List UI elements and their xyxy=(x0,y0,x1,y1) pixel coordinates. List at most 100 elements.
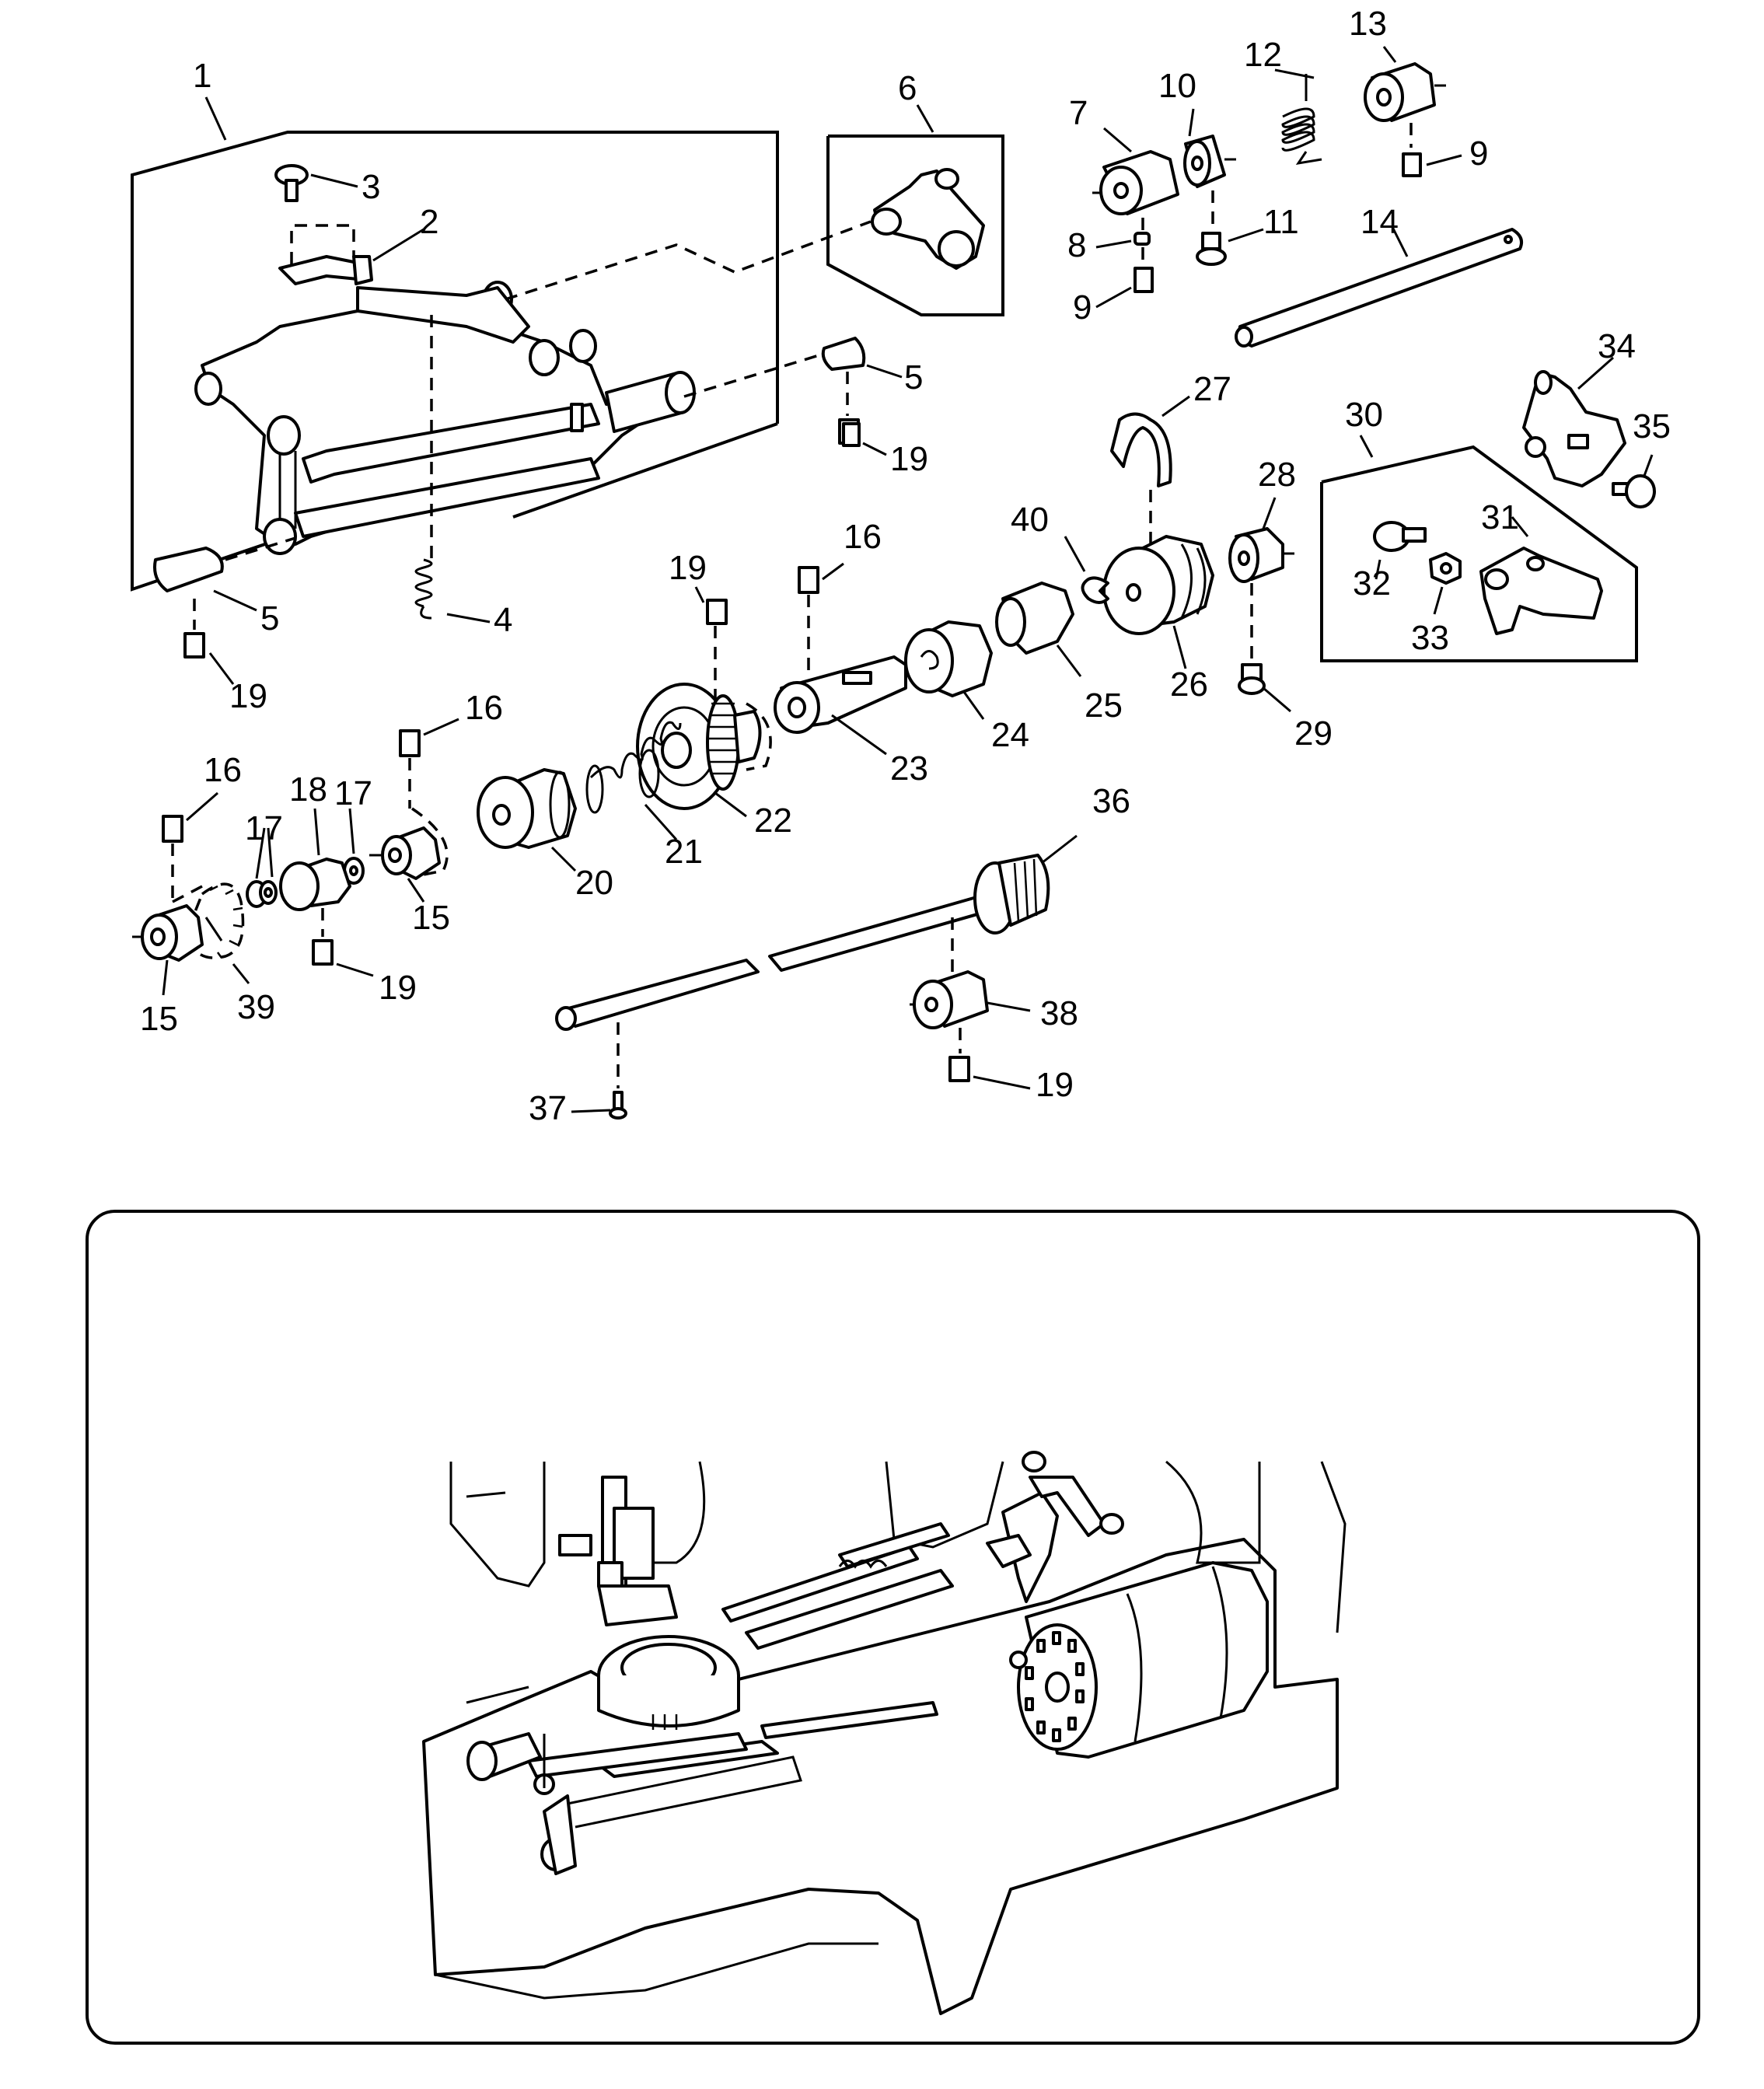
label-part-19-d: 19 xyxy=(379,969,417,1007)
label-part-19-e: 19 xyxy=(1036,1066,1074,1104)
screw-part-16-left xyxy=(162,791,218,903)
spring-part-12 xyxy=(1274,68,1322,166)
label-part-16-left: 16 xyxy=(204,751,242,789)
bushing-part-20 xyxy=(477,768,577,872)
label-part-19-a: 19 xyxy=(229,677,267,715)
clip-part-2 xyxy=(278,224,424,285)
label-part-16-mid: 16 xyxy=(465,689,503,727)
label-part-1: 1 xyxy=(193,57,211,95)
collar-part-15-mid xyxy=(369,826,441,903)
bracket-part-34 xyxy=(1522,356,1626,487)
shaft-part-23 xyxy=(774,562,907,756)
label-part-21: 21 xyxy=(665,833,703,871)
label-part-17-left: 17 xyxy=(245,809,283,847)
label-part-22: 22 xyxy=(754,802,792,840)
label-part-19-c: 19 xyxy=(669,549,707,587)
label-part-9-a: 9 xyxy=(1073,288,1092,327)
label-part-25: 25 xyxy=(1085,686,1123,725)
label-part-24: 24 xyxy=(991,716,1029,754)
gear-part-22 xyxy=(636,586,772,818)
label-part-7: 7 xyxy=(1069,94,1088,132)
label-part-8: 8 xyxy=(1067,226,1086,264)
label-part-28: 28 xyxy=(1258,456,1296,494)
label-part-2: 2 xyxy=(420,203,438,241)
label-part-27: 27 xyxy=(1193,370,1231,408)
clip-part-27 xyxy=(1110,395,1190,544)
shaft-part-36 xyxy=(555,834,1078,1031)
plate-part-31 xyxy=(1479,516,1603,635)
label-part-11: 11 xyxy=(1263,203,1299,241)
label-part-40: 40 xyxy=(1011,501,1049,539)
nut-part-33 xyxy=(1429,552,1462,615)
label-part-23: 23 xyxy=(890,749,928,788)
washer-part-17-left xyxy=(246,827,278,908)
label-part-6: 6 xyxy=(898,69,917,107)
label-part-30: 30 xyxy=(1345,396,1383,434)
spring-part-21 xyxy=(585,721,682,840)
sleeve-part-25 xyxy=(995,582,1082,677)
washer-part-17-right xyxy=(343,808,365,885)
screw-part-19-mid xyxy=(842,422,861,447)
label-part-5-left: 5 xyxy=(260,599,279,638)
label-part-37: 37 xyxy=(529,1089,567,1127)
label-part-12: 12 xyxy=(1244,36,1282,74)
label-part-3: 3 xyxy=(362,168,380,206)
cap-part-5-left xyxy=(153,536,296,685)
screw-part-11 xyxy=(1196,228,1264,266)
label-part-20: 20 xyxy=(575,864,613,902)
cap-part-5-right xyxy=(683,337,903,456)
label-part-19-b: 19 xyxy=(890,440,928,478)
label-part-35: 35 xyxy=(1633,407,1671,445)
screw-part-29 xyxy=(1238,583,1291,713)
screw-part-32 xyxy=(1373,521,1427,580)
label-part-31: 31 xyxy=(1481,498,1519,536)
label-part-32: 32 xyxy=(1353,564,1391,603)
bushing-part-18 xyxy=(279,808,374,977)
label-part-26: 26 xyxy=(1170,665,1208,704)
collar-part-15-left xyxy=(132,904,204,996)
ring-part-8 xyxy=(1095,218,1151,249)
label-part-34: 34 xyxy=(1598,327,1636,365)
screw-part-9-a xyxy=(1095,247,1154,309)
label-part-9-b: 9 xyxy=(1469,134,1488,173)
bushing-part-7 xyxy=(1092,127,1179,215)
bushing-part-13 xyxy=(1364,46,1462,177)
label-part-10: 10 xyxy=(1158,67,1196,105)
location-panel xyxy=(86,1210,1700,2045)
machine-underside-illustration xyxy=(422,1451,1347,2015)
label-part-33: 33 xyxy=(1411,619,1449,657)
group-box-6 xyxy=(826,104,1004,316)
label-part-18: 18 xyxy=(289,770,327,809)
label-part-38: 38 xyxy=(1040,994,1078,1032)
label-part-14: 14 xyxy=(1361,203,1399,241)
screw-part-3 xyxy=(274,164,358,202)
shaft-part-14 xyxy=(1235,225,1523,348)
screw-part-16-mid xyxy=(399,718,459,876)
label-part-4: 4 xyxy=(494,601,512,639)
cam-part-26 xyxy=(1102,535,1214,669)
part-labels: 1 2 3 4 5 5 6 7 8 9 9 9 10 11 12 13 14 1… xyxy=(140,5,1671,1127)
collar-part-28 xyxy=(1228,497,1294,583)
label-part-5-right: 5 xyxy=(904,358,923,396)
gear-part-24 xyxy=(904,620,993,720)
label-part-36: 36 xyxy=(1092,782,1130,820)
label-part-13: 13 xyxy=(1349,5,1387,43)
label-part-15-mid: 15 xyxy=(412,899,450,937)
group-box-30 xyxy=(1320,435,1638,662)
label-part-29: 29 xyxy=(1294,714,1333,753)
feed-bracket xyxy=(194,281,696,555)
screw-part-35 xyxy=(1612,454,1656,508)
gear-part-39 xyxy=(185,882,250,984)
label-part-17-right: 17 xyxy=(334,774,372,812)
spring-part-4 xyxy=(414,315,491,624)
label-part-15-left: 15 xyxy=(140,1000,178,1038)
bushing-part-38 xyxy=(910,970,1031,1090)
motor-vents xyxy=(1025,1631,1085,1742)
label-part-39: 39 xyxy=(237,988,275,1026)
ering-part-40 xyxy=(1064,536,1109,604)
label-part-16-right: 16 xyxy=(844,518,882,556)
screw-part-37 xyxy=(571,1022,627,1120)
washer-part-10 xyxy=(1183,108,1236,225)
